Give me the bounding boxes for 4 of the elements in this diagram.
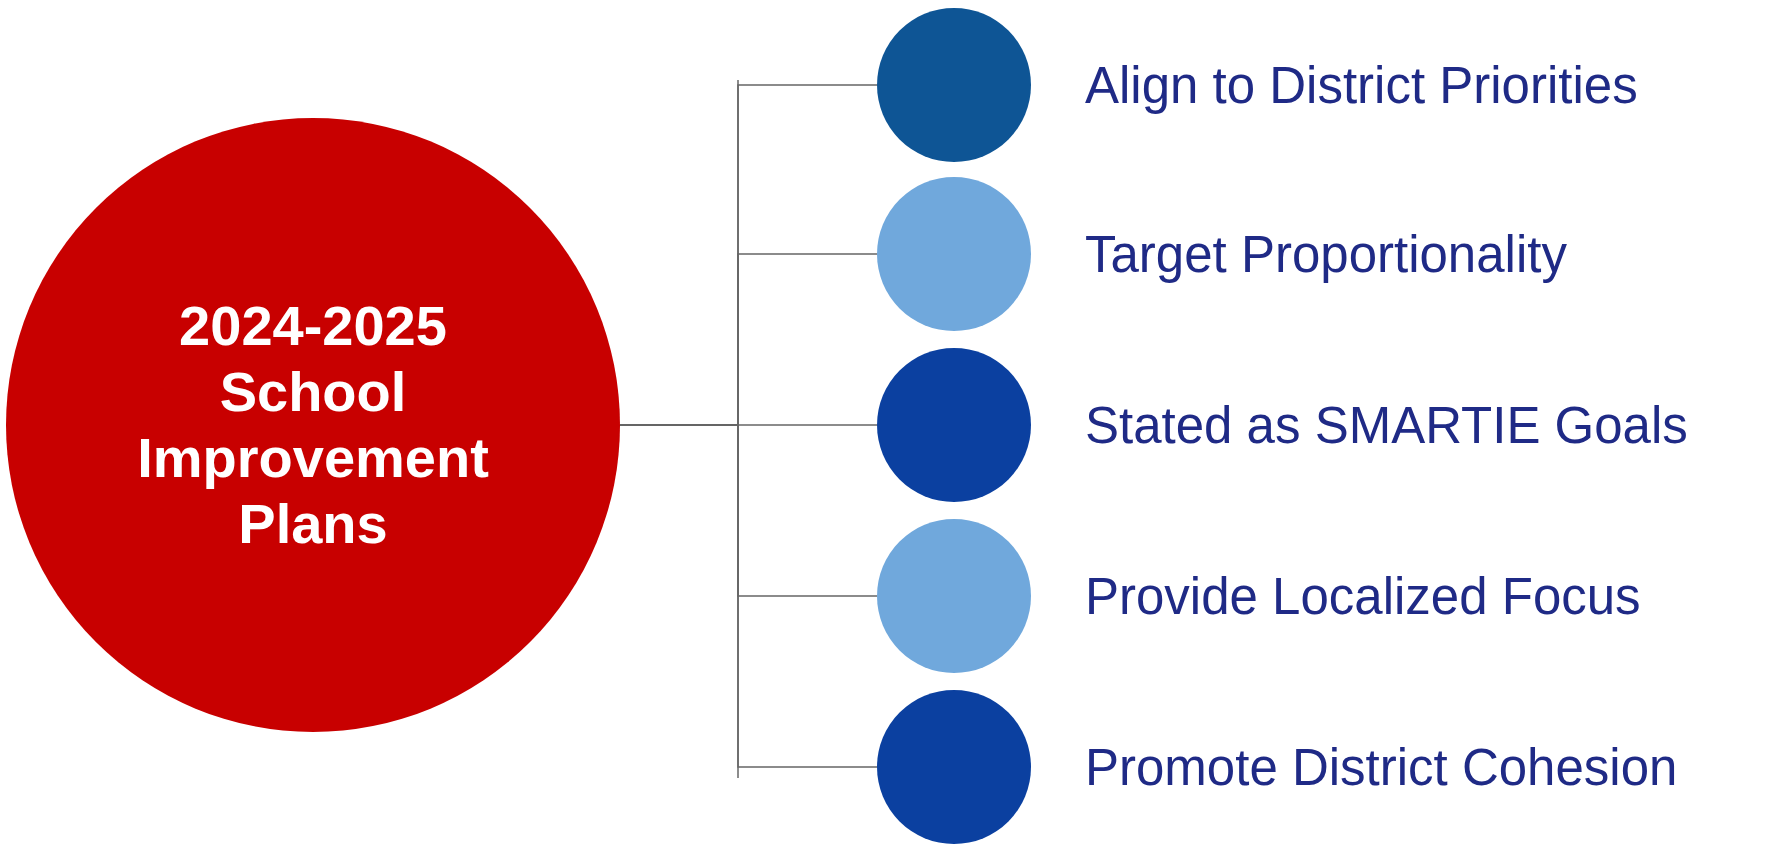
- item-label: Provide Localized Focus: [1085, 570, 1641, 622]
- item-label: Promote District Cohesion: [1085, 741, 1678, 793]
- circle-title: 2024-2025 School Improvement Plans: [136, 292, 490, 558]
- item-label: Stated as SMARTIE Goals: [1085, 399, 1688, 451]
